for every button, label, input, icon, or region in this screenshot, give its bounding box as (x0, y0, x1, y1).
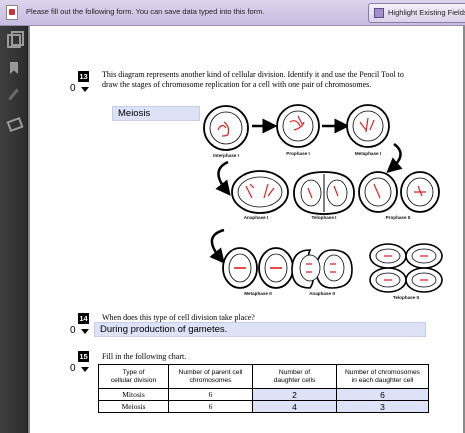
daughter-cells-input[interactable]: 2 (252, 388, 337, 401)
question-13-answer-field[interactable]: Meiosis (112, 106, 200, 121)
arrow-curve-icon (215, 160, 231, 196)
label-prophase-2: Prophase II (386, 215, 411, 220)
pages-panel-icon[interactable] (7, 31, 24, 48)
arrow-curve-icon (209, 228, 225, 264)
label-prophase-1: Prophase I (286, 151, 310, 156)
chevron-down-icon (81, 367, 89, 372)
question-14-number: 14 (78, 313, 89, 324)
question-13-line-1: This diagram represents another kind of … (102, 70, 404, 79)
daughter-cells-input[interactable]: 4 (252, 400, 337, 413)
question-14-score-value: 0 (70, 325, 76, 336)
cell-parent: 6 (168, 400, 253, 413)
label-anaphase-2: Anaphase II (309, 291, 335, 296)
meiosis-diagram: Interphase I Prophase I Metaphase I Anap… (203, 104, 443, 300)
chevron-down-icon (81, 329, 89, 334)
pencil-tool-icon[interactable] (7, 88, 21, 102)
telophase-1-cell (293, 171, 355, 215)
form-notification-bar: Please fill out the following form. You … (0, 0, 465, 26)
notification-message: Please fill out the following form. You … (26, 7, 265, 16)
bookmarks-icon[interactable] (7, 62, 21, 76)
label-metaphase-2: Metaphase II (244, 291, 272, 296)
question-14-score-dropdown[interactable]: 0 (68, 325, 90, 338)
question-13-score-value: 0 (70, 83, 76, 94)
table-row: Mitosis 6 2 6 (98, 388, 429, 401)
cell-type: Mitosis (98, 388, 169, 401)
highlight-fields-label: Highlight Existing Fields (388, 8, 465, 17)
question-15-score-value: 0 (70, 363, 76, 374)
document-page: 13 0 This diagram represents another kin… (30, 26, 463, 433)
question-13-number: 13 (78, 71, 89, 82)
question-13-line-2: draw the stages of chromosome replicatio… (102, 80, 372, 89)
table-row: Meiosis 6 4 3 (98, 400, 429, 413)
label-anaphase-1: Anaphase I (244, 215, 269, 220)
question-13-text: This diagram represents another kind of … (102, 70, 462, 90)
question-15-score-dropdown[interactable]: 0 (68, 363, 90, 376)
metaphase-2-cells (222, 247, 294, 289)
cell-parent: 6 (168, 388, 253, 401)
question-13-score-dropdown[interactable]: 0 (68, 83, 90, 96)
pdf-form-icon (6, 5, 18, 20)
anaphase-2-cells (291, 249, 353, 289)
prophase-2-cells (358, 171, 440, 213)
highlight-fields-button[interactable]: Highlight Existing Fields (368, 3, 465, 23)
telophase-2-cells (369, 243, 443, 293)
navigation-rail (0, 26, 28, 433)
highlight-fields-icon (374, 8, 384, 18)
chromosomes-input[interactable]: 3 (336, 400, 429, 413)
label-interphase-1: Interphase I (213, 153, 239, 158)
signature-icon[interactable] (7, 116, 21, 130)
arrow-curve-icon (386, 142, 403, 173)
prophase-1-cell (276, 104, 320, 148)
question-15-text: Fill in the following chart. (102, 352, 187, 361)
anaphase-1-cell (231, 170, 289, 214)
interphase-1-cell (203, 105, 249, 151)
label-metaphase-1: Metaphase I (355, 151, 381, 156)
label-telophase-1: Telophase I (312, 215, 337, 220)
metaphase-1-cell (346, 104, 390, 148)
chevron-down-icon (81, 87, 89, 92)
cell-type: Meiosis (98, 400, 169, 413)
chromosomes-input[interactable]: 6 (336, 388, 429, 401)
question-15-number: 15 (78, 351, 89, 362)
question-14-answer-field[interactable]: During production of gametes. (94, 322, 426, 337)
label-telophase-2: Telophase II (393, 295, 419, 300)
question-14-text: When does this type of cell division tak… (102, 313, 255, 322)
